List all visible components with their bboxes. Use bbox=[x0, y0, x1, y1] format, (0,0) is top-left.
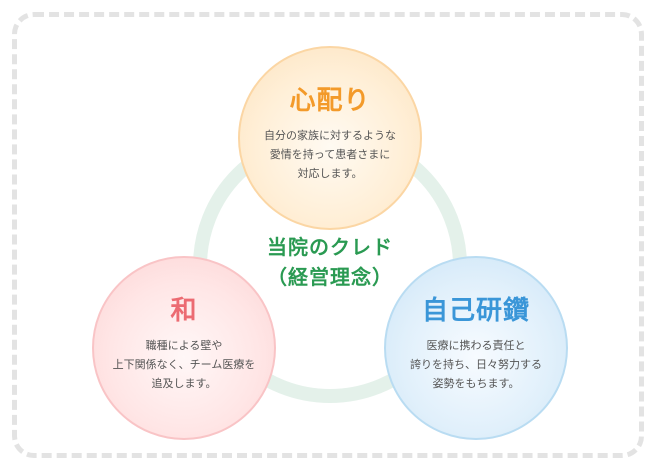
circle-kokorokubari: 心配り 自分の家族に対するような 愛情を持って患者さまに 対応します。 bbox=[238, 46, 422, 230]
circle-title: 心配り bbox=[289, 86, 371, 116]
credo-title: 当院のクレド bbox=[267, 235, 393, 259]
circle-description: 医療に携わる責任と 誇りを持ち、日々努力する 姿勢をもちます。 bbox=[410, 339, 542, 390]
circle-description: 職種による壁や 上下関係なく、チーム医療を 追及します。 bbox=[112, 339, 256, 390]
dashed-frame bbox=[12, 12, 644, 458]
circle-title: 自己研鑽 bbox=[421, 296, 530, 326]
circle-wa: 和 職種による壁や 上下関係なく、チーム医療を 追及します。 bbox=[92, 256, 276, 440]
circle-jikokensan: 自己研鑽 医療に携わる責任と 誇りを持ち、日々努力する 姿勢をもちます。 bbox=[384, 256, 568, 440]
credo-center-label: 当院のクレド （経営理念） bbox=[228, 232, 432, 292]
circle-title: 和 bbox=[170, 296, 198, 326]
credo-subtitle: （経営理念） bbox=[267, 265, 393, 289]
circle-description: 自分の家族に対するような 愛情を持って患者さまに 対応します。 bbox=[264, 129, 396, 180]
